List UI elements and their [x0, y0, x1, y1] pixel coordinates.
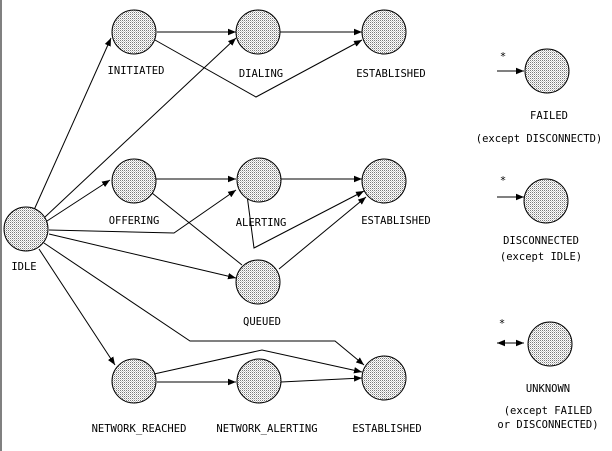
- label-idle: IDLE: [11, 261, 36, 273]
- legend-label-failed: FAILED: [530, 110, 568, 122]
- legend-note-failed: (except DISCONNECTD): [476, 133, 602, 145]
- node-failed: [524, 48, 570, 94]
- edge-queued-established: [278, 196, 367, 270]
- label-queued: QUEUED: [243, 316, 281, 328]
- edge-initiated-established: [154, 39, 363, 98]
- legend-star-unknown: *: [499, 318, 505, 330]
- label-network-alerting: NETWORK_ALERTING: [216, 423, 317, 435]
- node-established-top: [361, 9, 407, 55]
- label-offering: OFFERING: [109, 215, 160, 227]
- legend-note-unknown-line2: or DISCONNECTED): [497, 419, 598, 431]
- node-alerting: [236, 157, 282, 203]
- label-dialing: DIALING: [239, 68, 283, 80]
- node-offering: [111, 158, 157, 204]
- label-initiated: INITIATED: [108, 65, 165, 77]
- nodes: [3, 9, 573, 404]
- legend-note-unknown-line1: (except FAILED: [504, 405, 593, 417]
- node-initiated: [111, 9, 157, 55]
- edge-idle-initiated: [33, 37, 112, 211]
- node-queued: [235, 259, 281, 305]
- node-network-alerting: [236, 358, 282, 404]
- node-disconnected: [523, 178, 569, 224]
- labels: IDLE INITIATED DIALING ESTABLISHED OFFER…: [11, 51, 602, 435]
- legend-label-disconnected: DISCONNECTED: [503, 235, 579, 247]
- legend-star-disconnected: *: [500, 175, 506, 187]
- edge-network-alerting-established: [280, 375, 363, 383]
- node-established-mid: [361, 158, 407, 204]
- label-established-top: ESTABLISHED: [356, 68, 426, 80]
- edge-idle-established-bottom: [43, 242, 365, 366]
- edges: [33, 28, 524, 386]
- edge-idle-alerting: [48, 189, 237, 234]
- edge-idle-offering: [46, 179, 111, 222]
- node-network-reached: [111, 358, 157, 404]
- legend-note-disconnected: (except IDLE): [500, 251, 582, 263]
- node-dialing: [235, 9, 281, 55]
- edge-idle-queued: [48, 233, 237, 280]
- edge-network-reached-established: [153, 349, 363, 375]
- node-idle: [3, 206, 49, 252]
- node-established-bottom: [361, 355, 407, 401]
- label-network-reached: NETWORK_REACHED: [92, 423, 187, 435]
- edge-offering-queued: [151, 192, 243, 266]
- node-unknown: [527, 321, 573, 367]
- edge-idle-network-reached: [38, 248, 116, 366]
- legend-label-unknown: UNKNOWN: [526, 383, 570, 395]
- label-established-bottom: ESTABLISHED: [352, 423, 422, 435]
- label-established-mid: ESTABLISHED: [361, 215, 431, 227]
- edge-alerting-established-lower: [246, 190, 365, 249]
- label-alerting: ALERTING: [236, 217, 287, 229]
- legend-star-failed: *: [500, 51, 506, 63]
